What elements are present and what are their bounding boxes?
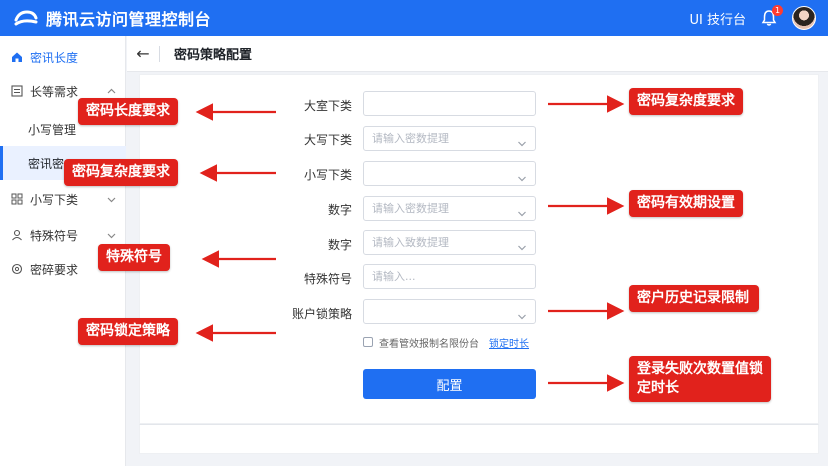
checkbox[interactable]	[363, 337, 373, 347]
field-label-lockout: 账户锁策略	[291, 307, 352, 321]
chevron-down-icon	[517, 307, 527, 330]
back-arrow-icon[interactable]: ←	[136, 44, 150, 63]
field-label-uppercase-class: 大写下类	[303, 133, 352, 147]
annotation-length: 密码长度要求	[78, 98, 178, 125]
sidebar-item-lowercase-class[interactable]: 小写下类	[0, 182, 126, 216]
field-label-uppercase: 大室下类	[303, 99, 352, 113]
workbench-link[interactable]: UI 技行台	[689, 12, 746, 28]
select-placeholder: 请输入密数提理	[372, 202, 449, 215]
chevron-down-icon	[107, 229, 116, 243]
sidebar-item-label: 特殊符号	[30, 228, 79, 243]
chevron-down-icon	[517, 238, 527, 261]
checkbox-label: 查看管效报制名限份台	[379, 338, 479, 350]
select-placeholder: 请输入密数提理	[372, 132, 449, 145]
annotation-history: 密户历史记录限制	[629, 285, 759, 312]
sidebar-item-label: 长等需求	[30, 84, 79, 99]
digits-select[interactable]: 请输入密数提理	[363, 196, 536, 221]
annotation-lockout: 密码锁定策略	[78, 318, 178, 345]
sidebar-item-label: 密讯密	[28, 156, 65, 171]
chevron-down-icon	[107, 193, 116, 207]
user-icon	[10, 228, 24, 242]
annotation-expiry: 密码有效期设置	[629, 190, 743, 217]
annotation-special: 特殊符号	[98, 244, 170, 271]
uppercase-select[interactable]: 请输入密数提理	[363, 126, 536, 151]
cloud-logo-icon[interactable]	[12, 4, 40, 32]
list-icon	[10, 84, 24, 98]
field-label-special: 特殊符号	[303, 272, 352, 286]
lockout-policy-select[interactable]	[363, 299, 536, 324]
annotation-login-fail: 登录失败次数置值锁定时长	[629, 356, 771, 402]
sidebar-item-label: 小写下类	[30, 192, 79, 207]
annotation-complexity-right: 密码复杂度要求	[629, 88, 743, 115]
user-avatar[interactable]	[792, 6, 816, 30]
notification-badge: 1	[772, 5, 783, 16]
field-label-digits: 数字	[327, 203, 352, 217]
sidebar-item-requirements[interactable]: 长等需求	[0, 74, 126, 108]
select-placeholder: 请输入致数提理	[372, 236, 449, 249]
sidebar-item-length[interactable]: 密讯长度	[0, 40, 126, 74]
sidebar-item-label: 小写管理	[28, 122, 77, 137]
digits-select-2[interactable]: 请输入致数提理	[363, 230, 536, 255]
annotation-complexity-left: 密码复杂度要求	[64, 159, 178, 186]
submit-button[interactable]: 配置	[363, 369, 536, 399]
uppercase-input[interactable]	[363, 91, 536, 116]
sidebar-item-password-rules[interactable]: 密碎要求	[0, 252, 126, 286]
lowercase-select[interactable]	[363, 161, 536, 186]
field-label-digits-2: 数字	[327, 238, 352, 252]
sidebar-subitem-lowercase[interactable]: 小写管理	[0, 112, 126, 146]
grid-icon	[10, 192, 24, 206]
home-icon	[10, 50, 24, 64]
page-title: 密码策略配置	[174, 48, 253, 63]
divider	[159, 45, 160, 62]
sidebar-item-label: 密碎要求	[30, 262, 79, 277]
field-label-lowercase: 小写下类	[303, 168, 352, 182]
chevron-down-icon	[517, 204, 527, 227]
checkbox-row: 查看管效报制名限份台 锁定时长	[363, 334, 529, 350]
sidebar-item-special-chars[interactable]: 特殊符号	[0, 218, 126, 252]
chevron-down-icon	[517, 169, 527, 192]
special-chars-input[interactable]: 请输入...	[363, 264, 536, 289]
lock-duration-link[interactable]: 锁定时长	[489, 338, 529, 350]
chevron-down-icon	[517, 134, 527, 157]
sidebar-item-label: 密讯长度	[30, 50, 79, 65]
page-topbar: ← 密码策略配置	[127, 36, 828, 72]
brand-title: 腾讯云访问管理控制台	[46, 10, 212, 29]
chevron-up-icon	[107, 85, 116, 99]
top-header: 腾讯云访问管理控制台 UI 技行台 1	[0, 0, 828, 36]
bell-icon[interactable]: 1	[760, 5, 783, 27]
card-footer	[139, 424, 819, 454]
settings-icon	[10, 262, 24, 276]
